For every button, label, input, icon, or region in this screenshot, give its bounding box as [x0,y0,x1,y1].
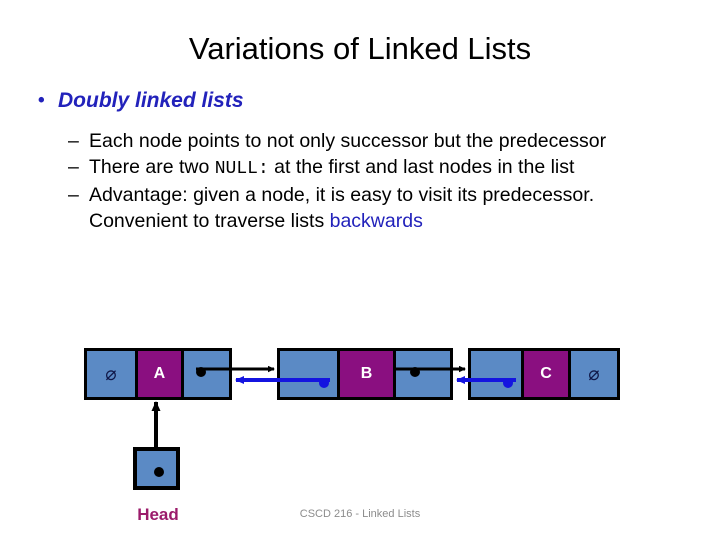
next-pointer-dot-icon [195,367,206,377]
dash-marker-icon: – [68,130,79,152]
list-item-text: Each node points to not only successor b… [89,128,682,154]
node-b-data-cell: B [336,351,393,397]
node-b-prev-cell [280,351,337,397]
text-pre: There are two [89,156,215,178]
null-icon: ⌀ [105,363,117,385]
slide-footer: CSCD 216 - Linked Lists [299,508,421,520]
list-item-text: Advantage: given a node, it is easy to v… [89,182,682,234]
node-a-data-cell: A [134,351,181,397]
level2-bullet-list: – Each node points to not only successor… [68,128,682,234]
next-pointer-dot-icon [409,367,420,377]
null-icon: ⌀ [588,363,600,385]
dash-marker-icon: – [68,184,79,206]
list-node-b: B [277,348,453,400]
bullet-marker-icon: • [38,90,45,111]
prev-pointer-dot-icon [318,378,329,388]
list-item-successor-predecessor: – Each node points to not only successor… [68,128,682,154]
slide-title: Variations of Linked Lists [188,31,532,66]
dash-marker-icon: – [68,156,79,178]
text-post: at the first and last nodes in the list [268,156,575,178]
list-node-c: C ⌀ [468,348,620,400]
list-item-text: There are two NULL: at the first and las… [89,154,682,182]
list-node-a: ⌀ A [84,348,232,400]
list-item-advantage: – Advantage: given a node, it is easy to… [68,182,682,234]
list-item-two-nulls: – There are two NULL: at the first and l… [68,154,682,182]
text-pre: Each node points to not only successor b… [89,130,607,152]
bullet-level1-label: Doubly linked lists [58,89,244,112]
head-pointer-dot-icon [154,467,164,477]
node-b-next-cell [392,351,450,397]
code-null-literal: NULL: [214,159,269,179]
node-c-prev-cell [471,351,521,397]
text-pre: Advantage: given a node, it is easy to v… [89,184,595,232]
head-label: Head [137,505,179,524]
prev-pointer-dot-icon [502,378,513,388]
node-a-next-cell [180,351,229,397]
node-a-prev-cell: ⌀ [87,351,135,397]
head-pointer-box [133,447,180,490]
node-c-data-cell: C [520,351,568,397]
text-highlight-backwards: backwards [329,210,423,232]
node-c-next-cell: ⌀ [568,351,618,397]
bullet-doubly-linked-lists: • Doubly linked lists [38,88,678,114]
